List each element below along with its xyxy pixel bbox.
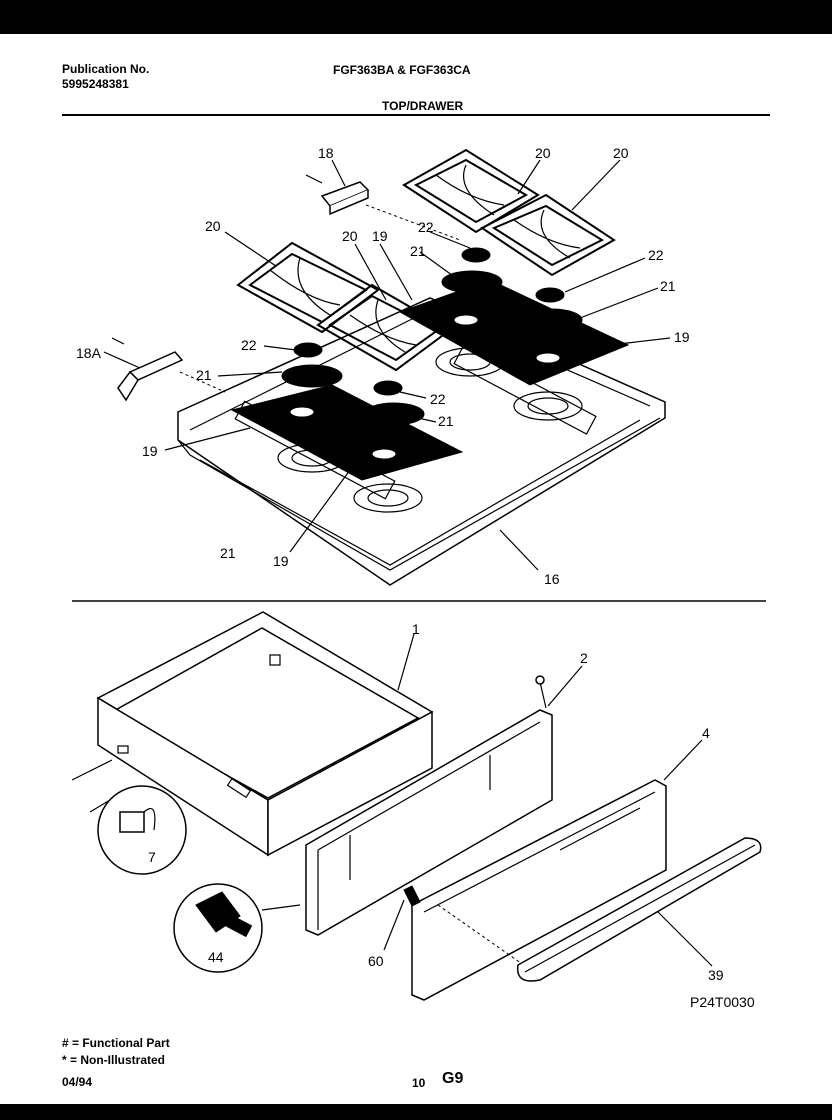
publication-number: 5995248381 <box>62 77 129 91</box>
callout-21-e: 21 <box>220 545 236 561</box>
callout-39: 39 <box>708 967 724 983</box>
callout-19-a: 19 <box>372 228 388 244</box>
drip-pan-left <box>230 384 464 481</box>
callout-20-d: 20 <box>342 228 358 244</box>
leader-lines <box>103 159 713 967</box>
detail-circle-44 <box>173 883 301 973</box>
callout-60: 60 <box>368 953 384 969</box>
callout-21-b: 21 <box>660 278 676 294</box>
drawer-handle <box>516 837 762 982</box>
callout-22-d: 22 <box>430 391 446 407</box>
screw-60 <box>403 885 421 907</box>
callout-22-b: 22 <box>648 247 664 263</box>
callout-19-d: 19 <box>273 553 289 569</box>
model-numbers: FGF363BA & FGF363CA <box>333 63 471 77</box>
callout-21-d: 21 <box>438 413 454 429</box>
callout-19-b: 19 <box>674 329 690 345</box>
callout-16: 16 <box>544 571 560 587</box>
publication-label: Publication No. <box>62 62 150 76</box>
burner-caps <box>281 247 583 426</box>
grates <box>236 148 616 372</box>
top-border-bar <box>0 0 832 34</box>
callout-4: 4 <box>702 725 710 741</box>
legend-non-illustrated: * = Non-Illustrated <box>62 1053 166 1067</box>
bracket-18 <box>305 174 461 241</box>
drawer-front-cover <box>411 779 667 1001</box>
callout-2: 2 <box>580 650 588 666</box>
callout-7: 7 <box>148 849 156 865</box>
callout-21-a: 21 <box>410 243 426 259</box>
footer-page-code: G9 <box>442 1070 464 1087</box>
header-rule <box>62 114 770 116</box>
bottom-border-bar <box>0 1104 832 1120</box>
callout-1: 1 <box>412 621 420 637</box>
callout-22-c: 22 <box>241 337 257 353</box>
bracket-18a <box>111 337 226 402</box>
drawer-front-panel <box>305 675 553 936</box>
callout-20-c: 20 <box>205 218 221 234</box>
footer-date: 04/94 <box>62 1075 93 1089</box>
callout-18: 18 <box>318 145 334 161</box>
drawer-body <box>96 611 434 857</box>
callout-21-c: 21 <box>196 367 212 383</box>
callout-18a: 18A <box>76 345 102 361</box>
figure-code: P24T0030 <box>690 994 755 1010</box>
section-title: TOP/DRAWER <box>382 99 464 113</box>
callout-20-a: 20 <box>535 145 551 161</box>
legend-functional-part: # = Functional Part <box>62 1036 170 1050</box>
detail-circle-7 <box>71 759 187 875</box>
footer-page-number: 10 <box>412 1076 426 1090</box>
callout-22-a: 22 <box>418 219 434 235</box>
callout-20-b: 20 <box>613 145 629 161</box>
callout-44: 44 <box>208 949 224 965</box>
callout-19-c: 19 <box>142 443 158 459</box>
